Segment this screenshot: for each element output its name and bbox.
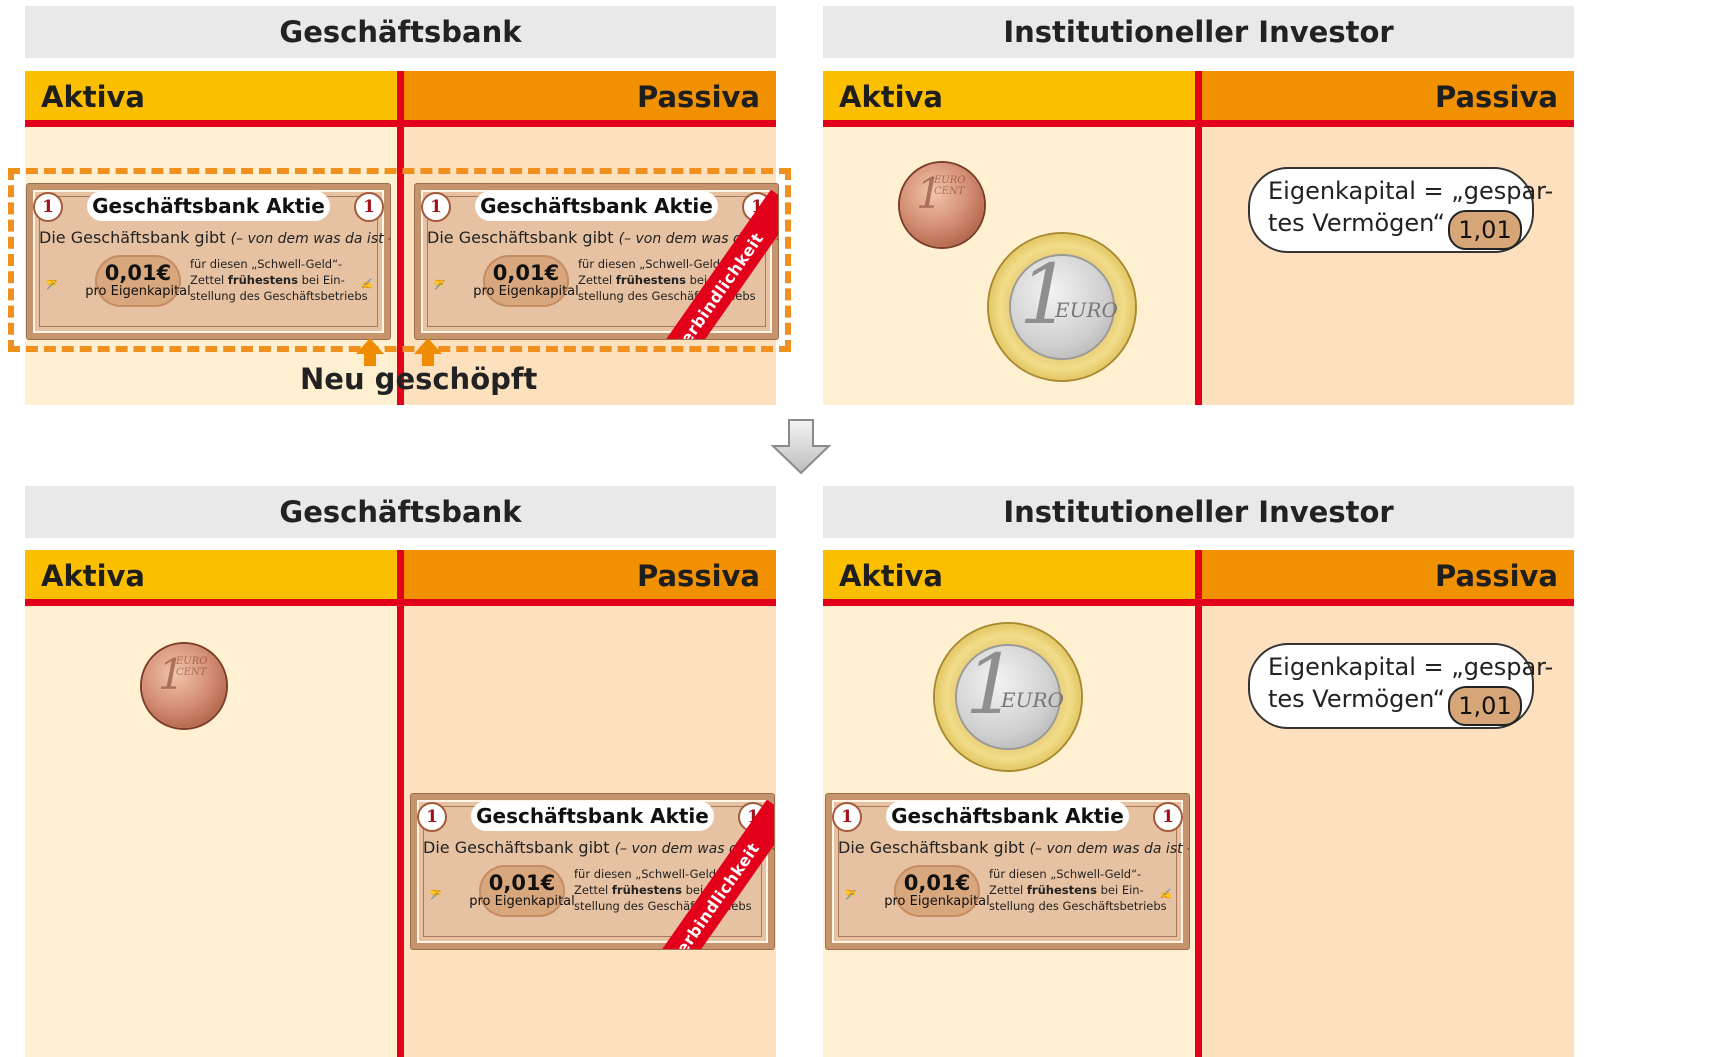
equity-bubble: Eigenkapital = „gespar-tes Vermögen“ 1,0… (1248, 167, 1553, 253)
new-created-label: Neu geschöpft (300, 362, 538, 396)
one-cent-coin-icon: 1 EURO CENT (142, 644, 226, 728)
certificate-line: Die Geschäftsbank gibt (– von dem was da… (838, 838, 1189, 857)
share-certificate-passiva: 1 1 Geschäftsbank Aktie Die Geschäftsban… (411, 794, 774, 949)
certificate-number-badge: 1 (354, 192, 384, 222)
certificate-number-badge: 1 (417, 802, 447, 832)
one-euro-coin-icon: 1 EURO (989, 234, 1135, 380)
equity-value: 1,01 (1448, 686, 1522, 726)
panel-title-investor-bottom: Institutioneller Investor (823, 486, 1574, 538)
certificate-number-badge: 1 (1153, 802, 1183, 832)
aktiva-header: Aktiva (823, 71, 1196, 122)
signature: ✍ (1160, 887, 1172, 901)
equity-bubble: Eigenkapital = „gespar-tes Vermögen“ 1,0… (1248, 643, 1553, 729)
signature: ✍ (434, 277, 446, 291)
certificate-terms: für diesen „Schwell-Geld“- Zettel frühes… (574, 867, 752, 913)
down-arrow-icon (770, 419, 832, 475)
passiva-header: Passiva (1202, 550, 1574, 601)
t-account-divider (397, 550, 404, 1057)
one-euro-coin-icon: 1 EURO (935, 624, 1081, 770)
panel-title-bank-top: Geschäftsbank (25, 6, 776, 58)
certificate-line: Die Geschäftsbank gibt (– von dem was da… (423, 838, 774, 857)
aktiva-header: Aktiva (823, 550, 1196, 601)
panel-title-investor-top: Institutioneller Investor (823, 6, 1574, 58)
certificate-value-pill: 0,01€ pro Eigenkapital (884, 865, 990, 917)
passiva-header: Passiva (1202, 71, 1574, 122)
certificate-value-pill: 0,01€ pro Eigenkapital (85, 255, 191, 307)
up-arrow-icon (356, 338, 384, 366)
certificate-terms: für diesen „Schwell-Geld“- Zettel frühes… (190, 257, 368, 303)
signature: ✍ (430, 887, 442, 901)
aktiva-header: Aktiva (25, 71, 398, 122)
certificate-line: Die Geschäftsbank gibt (– von dem was da… (39, 228, 390, 247)
aktiva-header: Aktiva (25, 550, 398, 601)
t-account-divider (397, 71, 404, 405)
certificate-number-badge: 1 (33, 192, 63, 222)
passiva-header: Passiva (404, 550, 776, 601)
certificate-title: Geschäftsbank Aktie (886, 801, 1129, 831)
certificate-value-pill: 0,01€ pro Eigenkapital (473, 255, 579, 307)
equity-value: 1,01 (1448, 210, 1522, 250)
certificate-number-badge: 1 (421, 192, 451, 222)
share-certificate-aktiva: 1 1 Geschäftsbank Aktie Die Geschäftsban… (826, 794, 1189, 949)
certificate-title: Geschäftsbank Aktie (475, 191, 718, 221)
passiva-header: Passiva (404, 71, 776, 122)
up-arrow-icon (414, 338, 442, 366)
t-account-divider (1195, 550, 1202, 1057)
signature: ✍ (845, 887, 857, 901)
t-account-divider (1195, 71, 1202, 405)
certificate-title: Geschäftsbank Aktie (87, 191, 330, 221)
certificate-terms: für diesen „Schwell-Geld“- Zettel frühes… (989, 867, 1167, 913)
share-certificate-passiva: 1 1 Geschäftsbank Aktie Die Geschäftsban… (415, 184, 778, 339)
certificate-title: Geschäftsbank Aktie (471, 801, 714, 831)
one-cent-coin-icon: 1 EURO CENT (900, 163, 984, 247)
signature: ✍ (361, 277, 373, 291)
certificate-value-pill: 0,01€ pro Eigenkapital (469, 865, 575, 917)
share-certificate-aktiva: 1 1 Geschäftsbank Aktie Die Geschäftsban… (27, 184, 390, 339)
panel-title-bank-bottom: Geschäftsbank (25, 486, 776, 538)
certificate-line: Die Geschäftsbank gibt (– von dem was da… (427, 228, 778, 247)
signature: ✍ (46, 277, 58, 291)
new-creation-highlight (8, 168, 791, 352)
certificate-number-badge: 1 (832, 802, 862, 832)
